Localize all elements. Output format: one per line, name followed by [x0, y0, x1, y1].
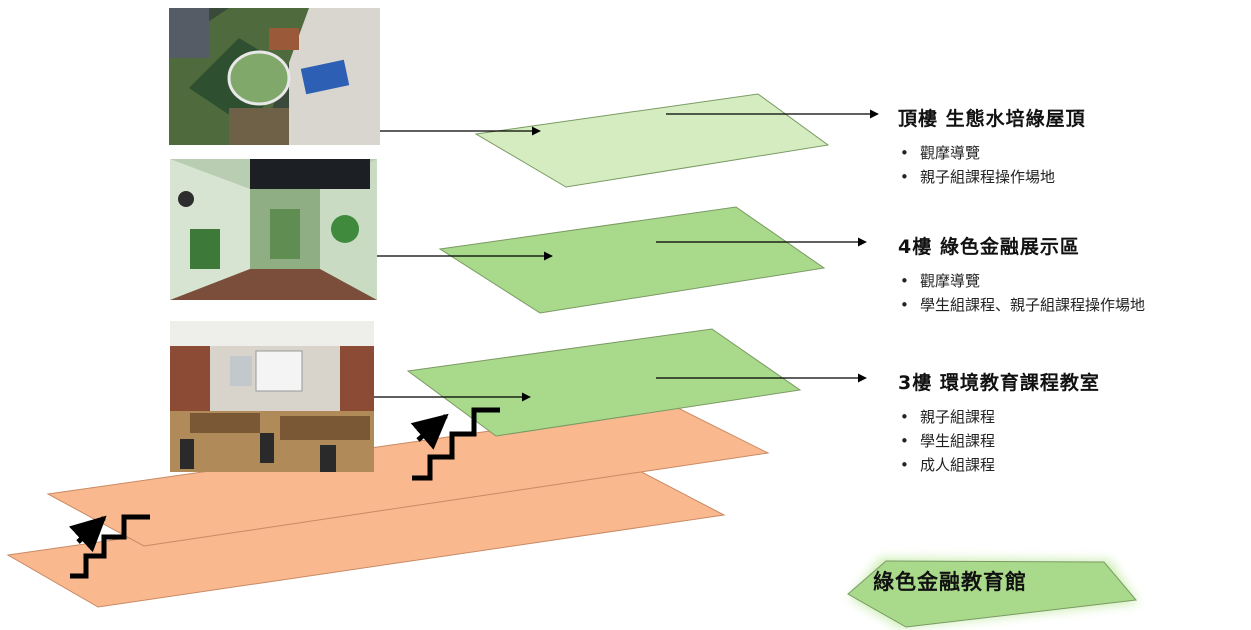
- list-item: 觀摩導覽: [898, 269, 1145, 293]
- floor-4-info: 4樓 綠色金融展示區 觀摩導覽 學生組課程、親子組課程操作場地: [898, 232, 1145, 317]
- rooftop-garden-photo: [169, 8, 380, 145]
- green-finance-gallery-photo: [170, 159, 377, 300]
- classroom-photo: [170, 321, 374, 472]
- roof-info: 頂樓 生態水培綠屋頂 觀摩導覽 親子組課程操作場地: [898, 104, 1086, 189]
- legend-label: 綠色金融教育館: [873, 570, 1027, 594]
- floor-3-usage-list: 親子組課程 學生組課程 成人組課程: [898, 405, 1100, 477]
- floor-3-plane: [406, 328, 802, 437]
- roof-usage-list: 觀摩導覽 親子組課程操作場地: [898, 141, 1086, 189]
- floor-4-plane: [438, 206, 826, 314]
- floor-3-title: 3樓 環境教育課程教室: [898, 372, 1100, 394]
- list-item: 成人組課程: [898, 453, 1100, 477]
- floor-3-info: 3樓 環境教育課程教室 親子組課程 學生組課程 成人組課程: [898, 368, 1100, 477]
- list-item: 學生組課程、親子組課程操作場地: [898, 293, 1145, 317]
- list-item: 親子組課程: [898, 405, 1100, 429]
- floor-4-usage-list: 觀摩導覽 學生組課程、親子組課程操作場地: [898, 269, 1145, 317]
- arrow-icon: [410, 413, 449, 450]
- floor-4-title: 4樓 綠色金融展示區: [898, 236, 1080, 258]
- list-item: 觀摩導覽: [898, 141, 1086, 165]
- roof-title: 頂樓 生態水培綠屋頂: [898, 108, 1086, 130]
- list-item: 學生組課程: [898, 429, 1100, 453]
- legend-plane: [847, 560, 1137, 628]
- list-item: 親子組課程操作場地: [898, 165, 1086, 189]
- stairs-icon: [412, 407, 500, 481]
- roof-plane: [474, 93, 830, 188]
- arrow-icon: [68, 515, 107, 553]
